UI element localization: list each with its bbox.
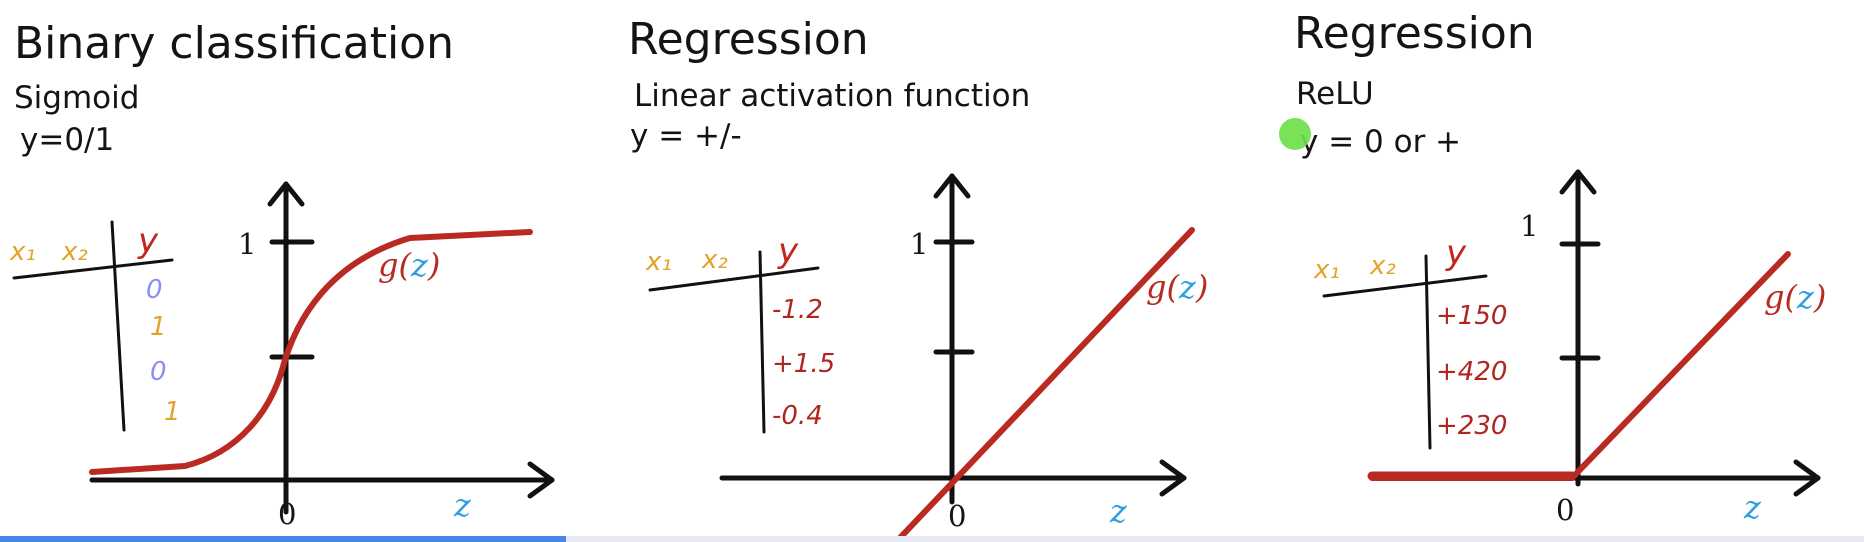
- feature-x2-label: x₂: [701, 245, 728, 275]
- pointer-cursor-icon: [1279, 118, 1311, 150]
- table-value: +230: [1436, 411, 1507, 441]
- table-value: 0: [146, 275, 163, 305]
- target-y-label: y: [1445, 233, 1467, 273]
- table-value: -1.2: [772, 295, 823, 325]
- panel-range-label: y = 0 or +: [1300, 124, 1461, 160]
- y-axis-arrow-icon: [267, 181, 305, 207]
- panel-relu: Regression ReLU y = 0 or + x₁ x₂ y +150 …: [1294, 8, 1826, 527]
- origin-label: 0: [278, 497, 296, 531]
- table-header-rule: [12, 258, 174, 280]
- curve-label: g(z): [1764, 278, 1826, 316]
- panel-subtitle: Sigmoid: [14, 80, 139, 116]
- x-axis-label: z: [453, 486, 472, 524]
- table-value: 0: [150, 357, 167, 387]
- panel-sigmoid: Binary classification Sigmoid y=0/1 x₁ x…: [9, 18, 555, 531]
- panel-title: Binary classification: [14, 18, 454, 69]
- origin-label: 0: [948, 499, 966, 533]
- table-value: 1: [164, 397, 181, 427]
- y-tick-label: 1: [1520, 209, 1538, 243]
- table-column-rule: [758, 250, 766, 434]
- panel-range-label: y=0/1: [20, 122, 114, 158]
- video-progress-track[interactable]: [566, 536, 1864, 542]
- plot-axes: 1 0 z: [89, 181, 555, 531]
- x-axis-label: z: [1743, 488, 1762, 526]
- panel-subtitle: Linear activation function: [634, 78, 1030, 114]
- linear-curve: [895, 227, 1195, 542]
- sample-table: x₁ x₂ y 0 1 0 1: [9, 220, 181, 432]
- panel-subtitle: ReLU: [1296, 76, 1374, 112]
- target-y-label: y: [137, 221, 159, 261]
- table-value: -0.4: [772, 401, 823, 431]
- y-axis-arrow-icon: [933, 173, 971, 199]
- sigmoid-curve: [89, 229, 533, 475]
- curve-label: g(z): [378, 246, 440, 284]
- panel-range-label: y = +/-: [630, 118, 742, 154]
- x-axis-arrow-icon: [1159, 459, 1187, 497]
- curve-label: g(z): [1146, 268, 1208, 306]
- table-header-rule: [648, 266, 820, 292]
- y-axis-arrow-icon: [1559, 169, 1597, 195]
- panel-title: Regression: [1294, 8, 1535, 59]
- sample-table: x₁ x₂ y -1.2 +1.5 -0.4: [645, 231, 835, 434]
- table-column-rule: [110, 220, 126, 432]
- x-axis-arrow-icon: [527, 461, 555, 499]
- target-y-label: y: [777, 231, 799, 271]
- feature-x2-label: x₂: [61, 237, 88, 267]
- feature-x1-label: x₁: [1313, 255, 1340, 285]
- y-tick-label: 1: [238, 227, 256, 261]
- table-value: +1.5: [772, 349, 835, 379]
- table-value: 1: [150, 312, 167, 342]
- panel-linear: Regression Linear activation function y …: [628, 14, 1208, 542]
- y-tick-label: 1: [910, 227, 928, 261]
- feature-x1-label: x₁: [645, 247, 672, 277]
- sample-table: x₁ x₂ y +150 +420 +230: [1313, 233, 1507, 450]
- feature-x1-label: x₁: [9, 237, 36, 267]
- x-axis-label: z: [1109, 492, 1128, 530]
- table-value: +420: [1436, 357, 1507, 387]
- feature-x2-label: x₂: [1369, 251, 1396, 281]
- table-value: +150: [1436, 301, 1507, 331]
- x-axis-arrow-icon: [1793, 459, 1821, 497]
- panel-title: Regression: [628, 14, 869, 65]
- table-column-rule: [1424, 254, 1432, 450]
- table-header-rule: [1322, 274, 1488, 298]
- origin-label: 0: [1556, 493, 1574, 527]
- video-progress-bar[interactable]: [0, 536, 566, 542]
